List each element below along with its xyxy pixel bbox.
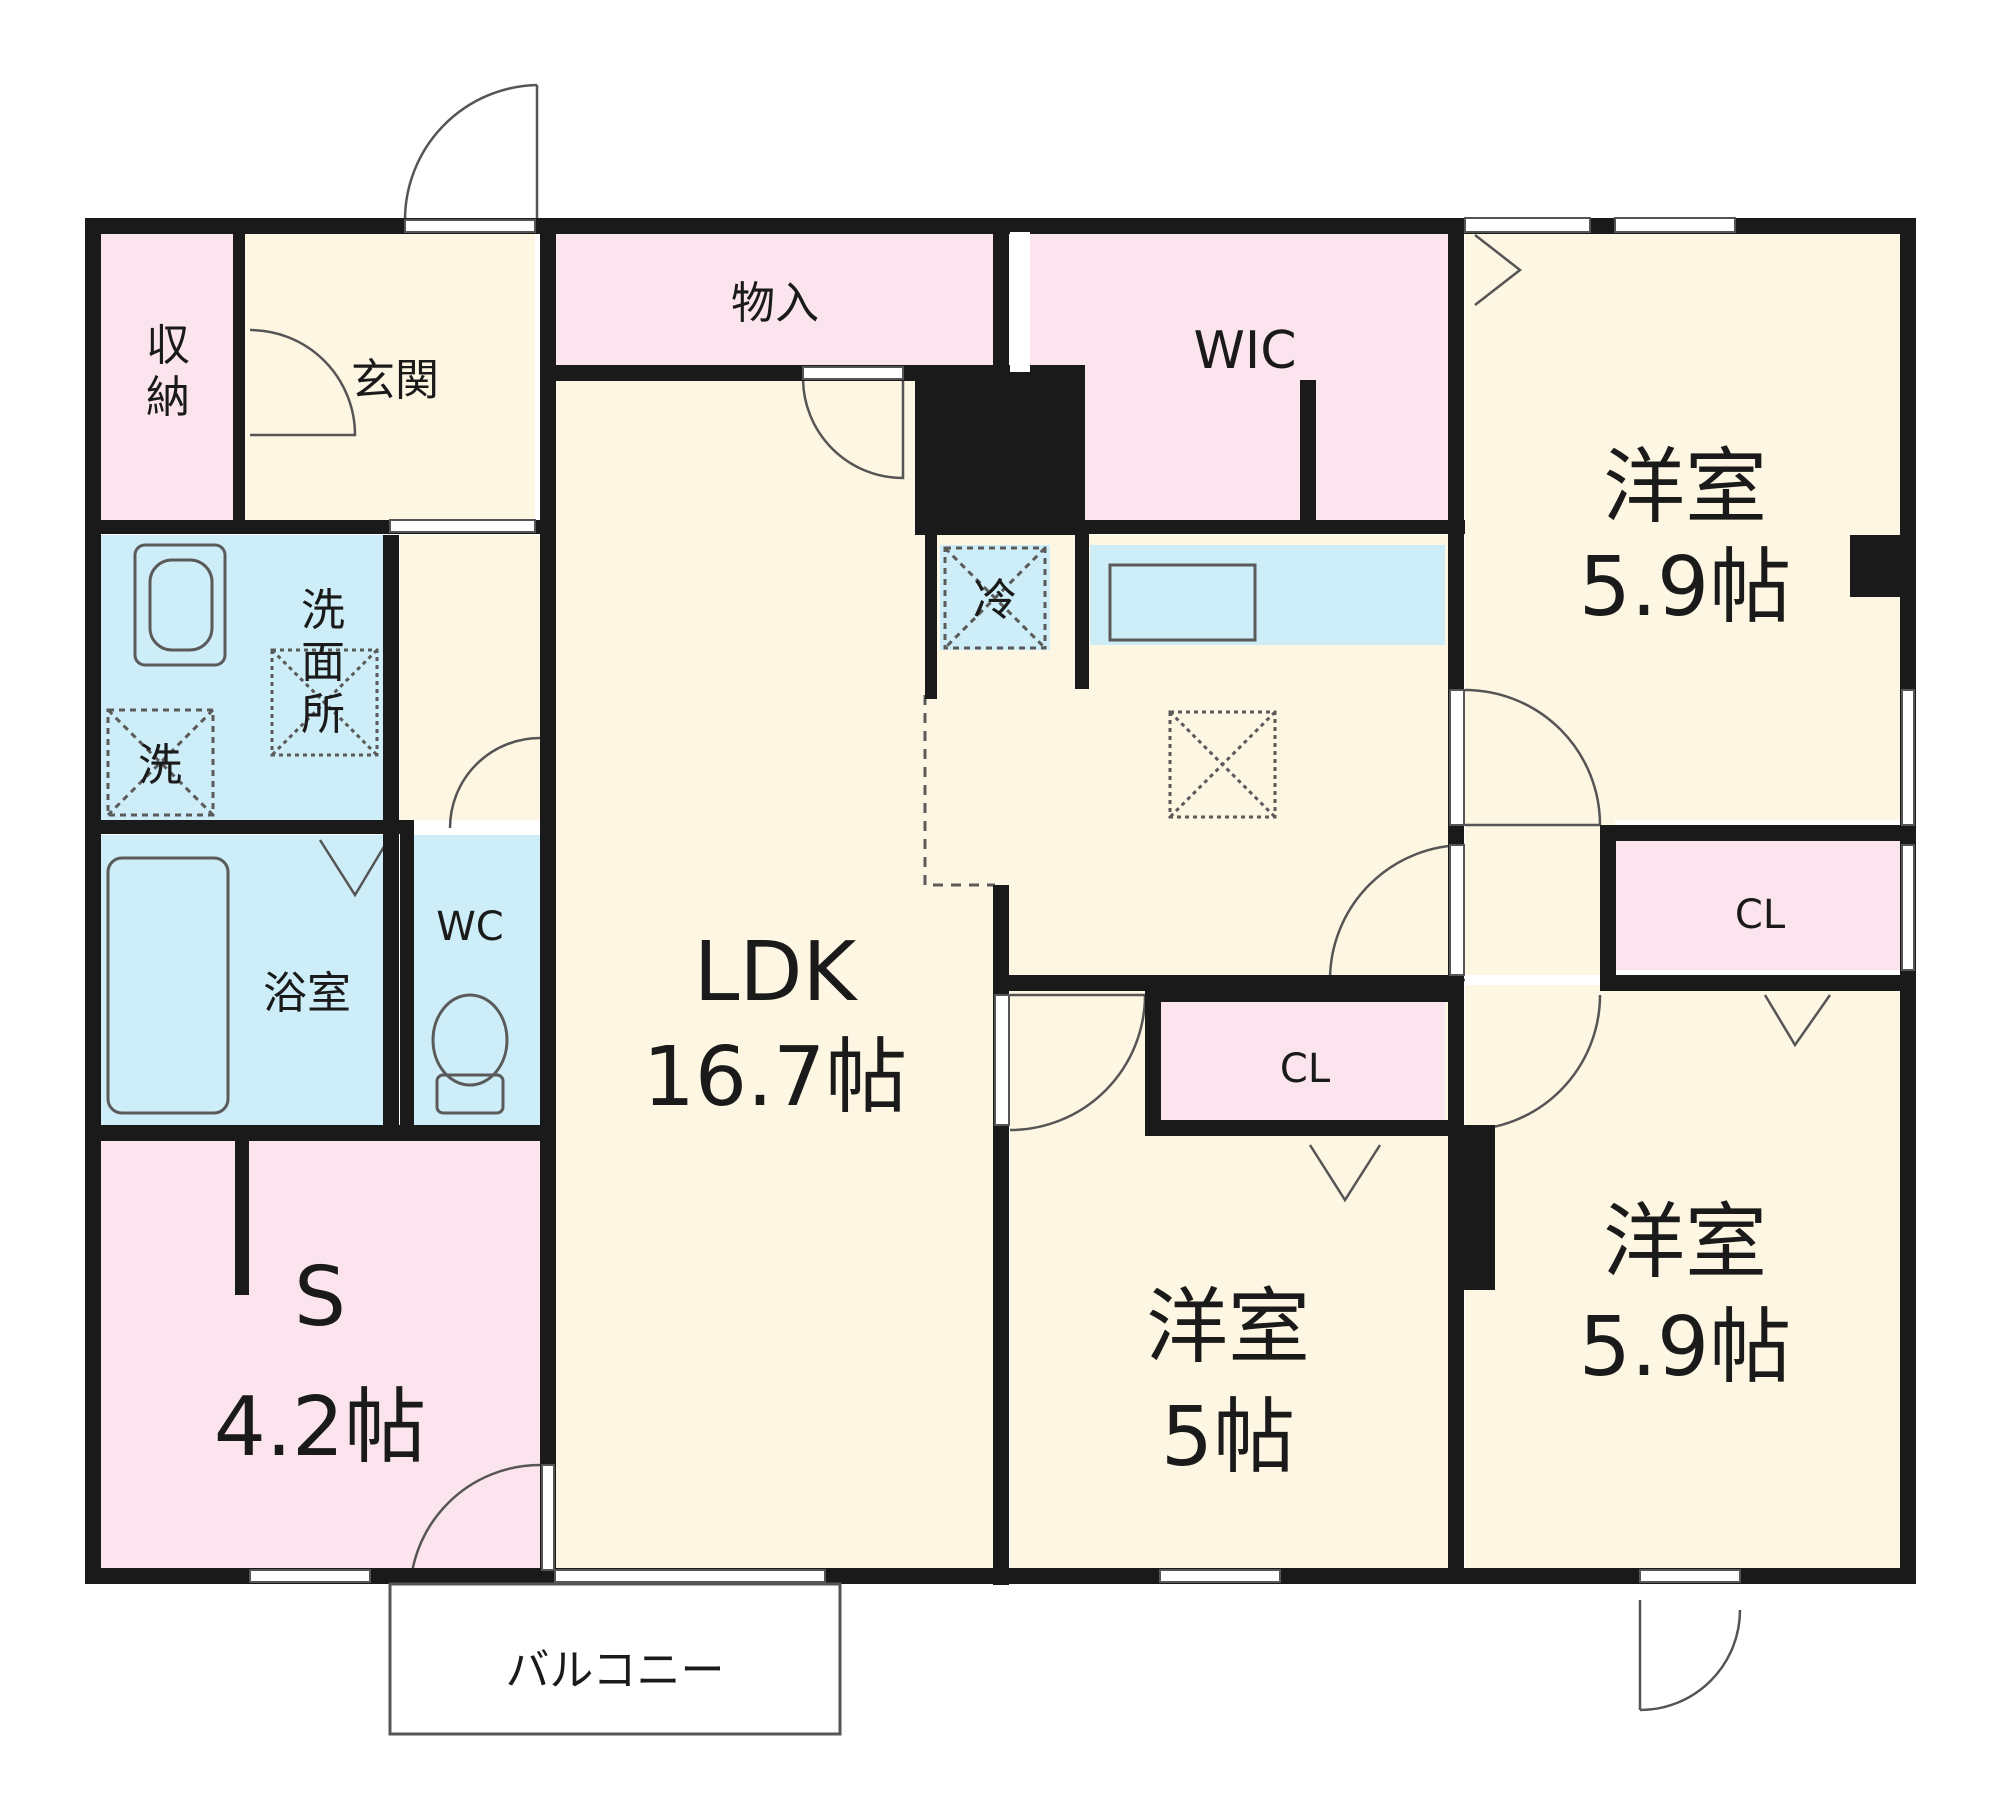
s-name: S bbox=[294, 1250, 346, 1345]
windows bbox=[249, 217, 1915, 1583]
cl-mid-area bbox=[1160, 995, 1445, 1125]
window-ne-1 bbox=[1464, 217, 1591, 233]
wic-label: WIC bbox=[1193, 321, 1296, 381]
door-gap-top bbox=[404, 219, 536, 233]
western-ne-size: 5.9帖 bbox=[1579, 540, 1791, 635]
door-gap-ldk bbox=[802, 366, 904, 380]
se-exit-door-icon bbox=[1638, 1600, 1742, 1712]
sink-icon bbox=[133, 543, 227, 667]
ldk-name: LDK bbox=[694, 925, 859, 1020]
door-gap-wmid bbox=[994, 994, 1010, 1126]
cl-east-door-icon bbox=[1763, 994, 1832, 1048]
cl-east-area bbox=[1615, 840, 1900, 970]
cl-mid-label: CL bbox=[1280, 1046, 1331, 1092]
entry-door-icon bbox=[403, 83, 539, 221]
storage-left-label: 収納 bbox=[146, 320, 190, 423]
hallway-door-icon bbox=[448, 736, 541, 829]
labels: 収納 玄関 物入 WIC 洋室 5.9帖 洗面所 洗 冷 浴室 WC LDK 1… bbox=[138, 278, 1791, 1696]
ldk-area bbox=[555, 380, 995, 1570]
room-fills bbox=[100, 230, 1905, 1570]
entrance-door-icon bbox=[249, 328, 357, 437]
washroom-label: 洗面所 bbox=[301, 585, 345, 740]
bath-door-icon bbox=[318, 839, 390, 898]
window-ne-side bbox=[1901, 689, 1915, 826]
wne-window-door-icon bbox=[1474, 234, 1523, 306]
fridge-label: 冷 bbox=[973, 575, 1017, 626]
door-gap-exit bbox=[1639, 1569, 1741, 1583]
entrance-label: 玄関 bbox=[351, 355, 439, 406]
fixtures bbox=[106, 543, 1277, 1115]
western-ne-area bbox=[1465, 230, 1905, 820]
western-ne-name: 洋室 bbox=[1603, 440, 1767, 535]
window-ldk-bottom bbox=[554, 1569, 826, 1583]
counter-area bbox=[1090, 545, 1445, 645]
outer-wall-top bbox=[85, 218, 1915, 234]
ldk-door-icon bbox=[801, 377, 905, 480]
window-ne-2 bbox=[1614, 217, 1736, 233]
western-mid-name: 洋室 bbox=[1146, 1280, 1310, 1375]
door-gap-wne bbox=[1449, 689, 1465, 826]
door-gap-s bbox=[541, 1464, 555, 1571]
bath-label: 浴室 bbox=[263, 968, 351, 1019]
outer-wall-left bbox=[85, 218, 101, 1584]
corridor-east-area bbox=[1465, 820, 1615, 975]
s-room-area bbox=[100, 1140, 540, 1570]
wc-label: WC bbox=[436, 904, 503, 950]
sink-bowl-icon bbox=[148, 558, 214, 652]
s-size: 4.2帖 bbox=[214, 1380, 426, 1475]
western-mid-size: 5帖 bbox=[1161, 1390, 1295, 1485]
western-se-area bbox=[1465, 985, 1905, 1570]
western-se-name: 洋室 bbox=[1603, 1195, 1767, 1290]
ldk-size: 16.7帖 bbox=[643, 1030, 908, 1125]
bathtub-icon bbox=[106, 856, 230, 1115]
corridor-door-icon bbox=[1328, 843, 1466, 982]
balcony-label: バルコニー bbox=[505, 1645, 724, 1696]
fridge-icon bbox=[943, 546, 1047, 650]
cl-east-label: CL bbox=[1735, 892, 1786, 938]
kitchen-partition-icon bbox=[923, 695, 995, 887]
storage-top-area bbox=[555, 230, 995, 365]
storage-top-label: 物入 bbox=[731, 278, 819, 329]
column-center bbox=[915, 365, 1085, 535]
balcony-outline bbox=[388, 1582, 842, 1736]
washer-icon bbox=[106, 708, 215, 817]
wne-door-icon bbox=[1464, 688, 1602, 827]
sink-counter-icon bbox=[1108, 563, 1257, 642]
window-cl-side bbox=[1901, 844, 1915, 971]
wmid-door-icon bbox=[1009, 993, 1147, 1132]
wc-area bbox=[400, 835, 540, 1125]
toilet-tank-icon bbox=[435, 1073, 505, 1115]
window-mid-bottom bbox=[1159, 1569, 1281, 1583]
bath-area bbox=[100, 835, 385, 1125]
storage-left-area bbox=[100, 230, 235, 520]
window-s bbox=[249, 1569, 371, 1583]
toilet-icon bbox=[431, 993, 509, 1087]
washroom-area bbox=[100, 535, 390, 820]
cl-mid-door-icon bbox=[1308, 1144, 1382, 1203]
door-gap-corr bbox=[1449, 844, 1465, 976]
washer-label: 洗 bbox=[138, 740, 182, 791]
hallway-area bbox=[400, 535, 540, 820]
western-se-size: 5.9帖 bbox=[1579, 1300, 1791, 1395]
entrance-area bbox=[235, 230, 535, 520]
door-gap-hall bbox=[389, 519, 536, 533]
door-gap-wic bbox=[1010, 232, 1030, 372]
